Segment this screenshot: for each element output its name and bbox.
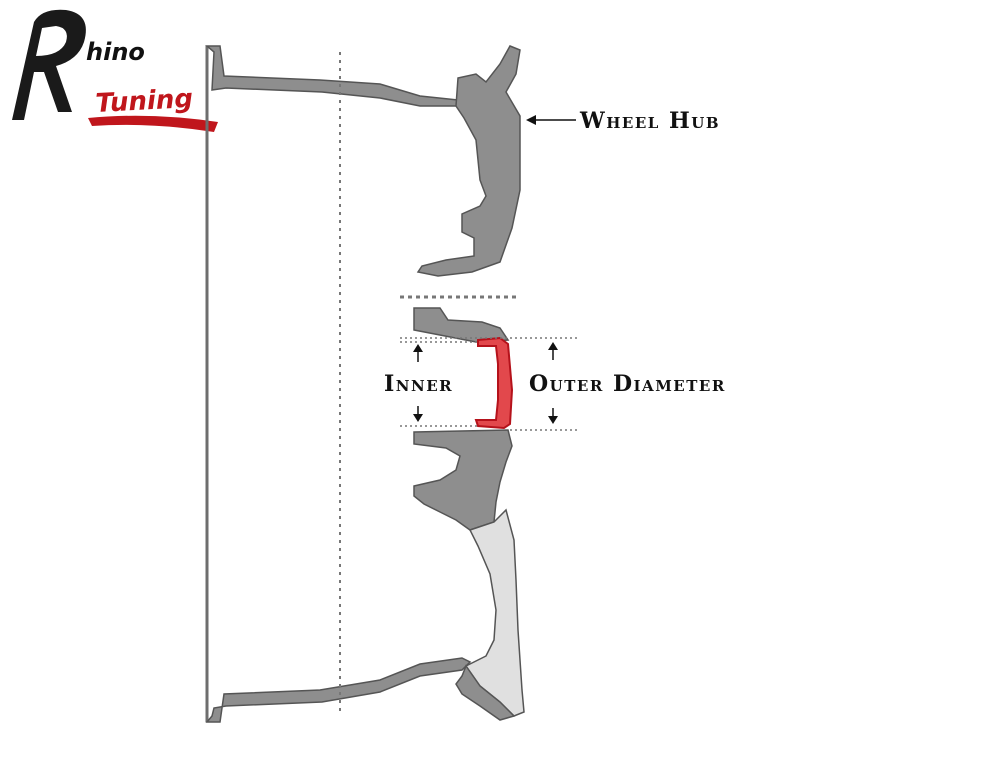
wheel-hub-label: Wheel Hub [579,108,720,134]
hub-centric-ring [474,336,514,430]
inner-up-arrow-icon [413,344,423,362]
wheel-hub-upper [416,45,521,277]
rim-top-flange [204,45,471,107]
outer-down-arrow-icon [548,408,558,424]
inner-down-arrow-icon [413,406,423,422]
outer-diameter-label: Outer Diameter [529,371,726,397]
logo-line-2: Tuning [95,84,194,119]
inner-label: Inner [384,371,453,397]
logo-line-1: hino [86,38,145,66]
logo-r-mark [12,9,86,120]
center-bore-upper [413,307,510,343]
rim-bottom-flange [205,657,472,723]
wheel-hub-arrow-icon [526,115,576,125]
logo-swoosh [88,115,218,132]
rim-barrel [204,45,472,723]
dimension-lines [400,115,578,431]
rhino-tuning-logo: hino Tuning [12,9,218,132]
wheel-hub-lower [413,429,513,531]
wheel-lip-lower [455,664,516,721]
outer-up-arrow-icon [548,342,558,360]
